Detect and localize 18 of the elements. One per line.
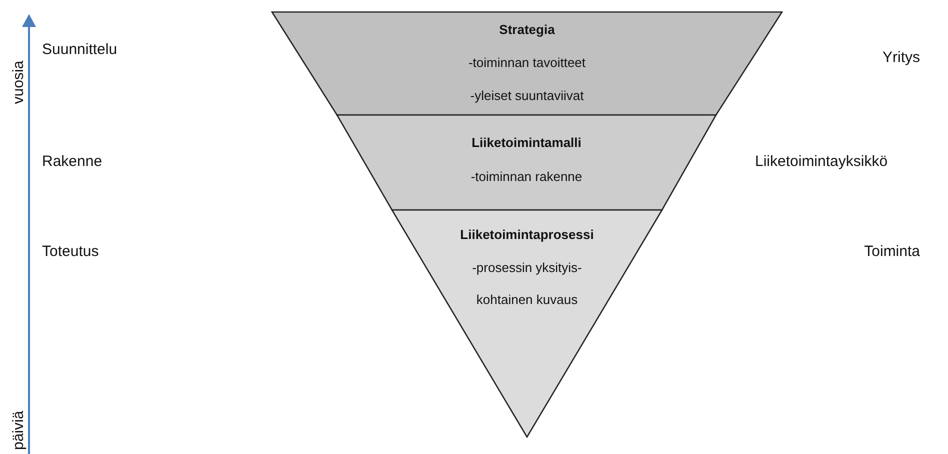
band-text: -yleiset suuntaviivat [469, 88, 585, 104]
band-heading: Liiketoimintamalli [470, 135, 582, 151]
level-label: Suunnittelu [42, 41, 118, 58]
level-label: Yritys [882, 49, 920, 66]
band-heading: Strategia [498, 22, 556, 38]
band-text: -toiminnan tavoitteet [467, 55, 587, 71]
level-label: Liiketoimintayksikkö [755, 153, 888, 170]
band-text: -toiminnan rakenne [470, 169, 584, 185]
level-label: Toiminta [864, 243, 920, 260]
pyramid-band [337, 115, 716, 210]
axis-label: päiviä [10, 410, 27, 450]
band-text: -prosessin yksityis- kohtainen kuvaus [471, 259, 583, 309]
pyramid-band [392, 210, 662, 437]
level-label: Toteutus [42, 243, 99, 260]
axis-label: vuosia [10, 60, 27, 104]
level-label: Rakenne [42, 153, 102, 170]
band-heading: Liiketoimintaprosessi [459, 227, 595, 243]
pyramid-band [272, 12, 782, 115]
